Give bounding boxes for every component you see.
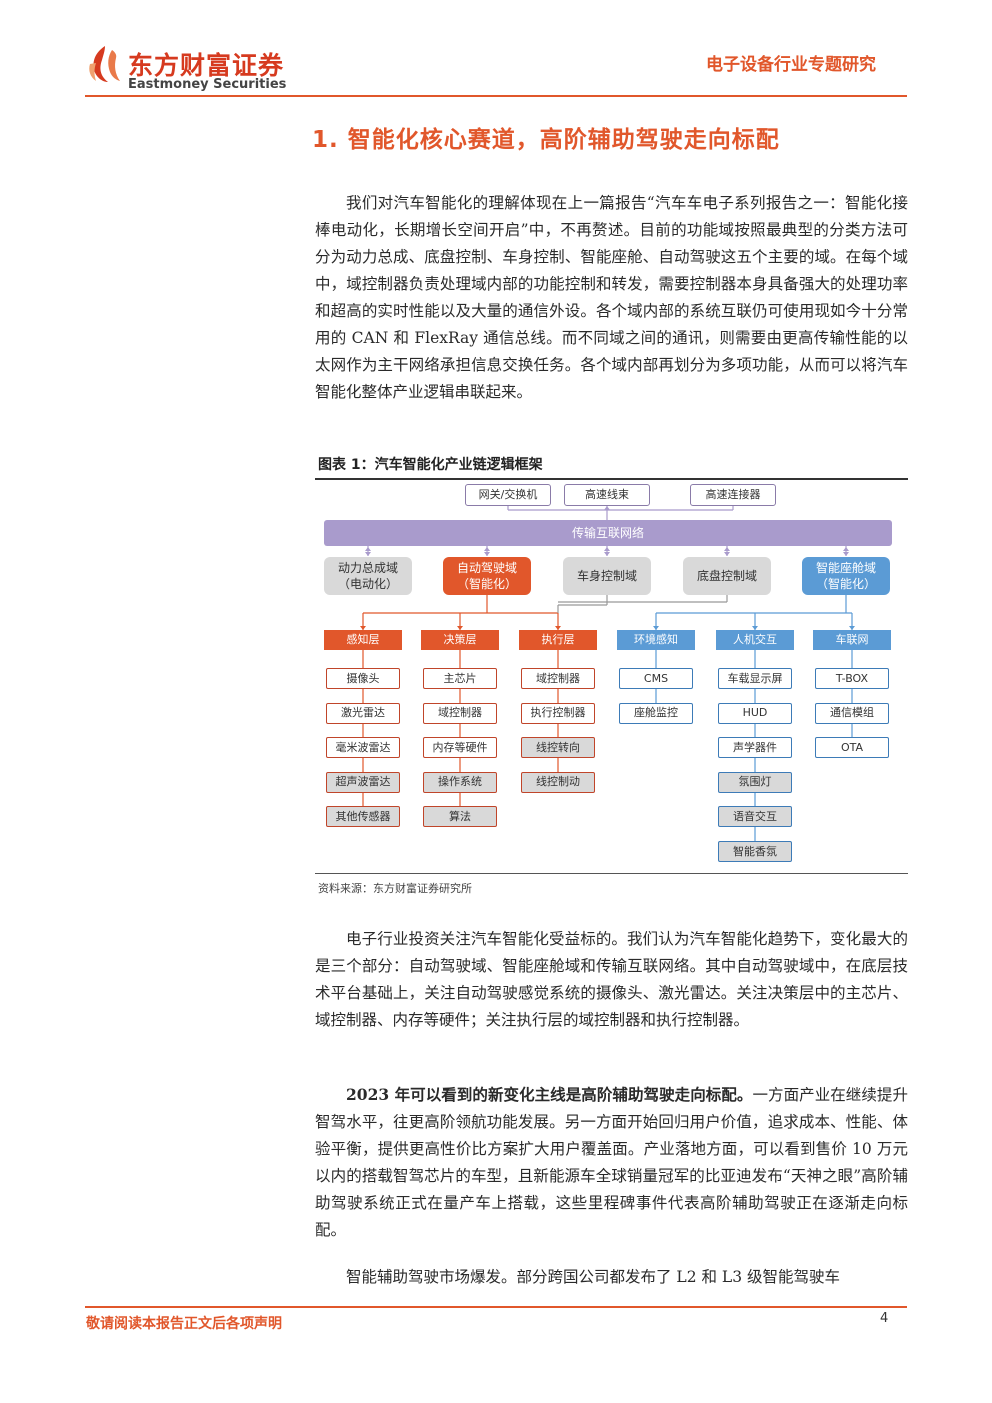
item-5-4: 氛围灯: [718, 771, 792, 793]
item-4-1: CMS: [619, 668, 693, 689]
layer-header-4: 环境感知: [617, 630, 695, 650]
item-6-2: 通信模组: [815, 702, 889, 724]
item-1-2: 激光雷达: [326, 702, 400, 724]
item-1-4: 超声波雷达: [326, 771, 400, 793]
domain-arrow-down-2: [484, 552, 490, 556]
item-1-3: 毫米波雷达: [326, 737, 400, 759]
domain-label-5: 智能座舱域: [815, 561, 876, 575]
paragraph-4: 智能辅助驾驶市场爆发。部分跨国公司都发布了 L2 和 L3 级智能驾驶车: [315, 1264, 908, 1291]
item-3-1: 域控制器: [521, 668, 595, 689]
top-arrow: [604, 506, 610, 510]
transmission-bus: 传输互联网络: [324, 520, 892, 546]
item-5-6: 智能香氛: [718, 841, 792, 862]
domain-sublabel-5: （智能化）: [815, 577, 876, 591]
item-5-3: 声学器件: [718, 737, 792, 759]
domain-arrow-up-1: [365, 547, 371, 551]
layer-arrow-6: [849, 626, 855, 630]
domain-box-3: 车身控制域: [563, 557, 651, 595]
domain-arrow-up-5: [843, 547, 849, 551]
section-title: 1. 智能化核心赛道，高阶辅助驾驶走向标配: [312, 127, 780, 153]
layer-arrow-1: [360, 626, 366, 630]
layer-header-6: 车联网: [813, 630, 891, 650]
item-3-3: 线控转向: [521, 737, 595, 759]
domain-box-2: 自动驾驶域 （智能化）: [443, 557, 531, 595]
item-1-1: 摄像头: [326, 668, 400, 689]
paragraph-3: 2023 年可以看到的新变化主线是高阶辅助驾驶走向标配。一方面产业在继续提升智驾…: [315, 1081, 908, 1244]
layer-header-2: 决策层: [421, 630, 499, 650]
domain-arrow-up-4: [724, 547, 730, 551]
item-1-5: 其他传感器: [326, 806, 400, 828]
item-3-2: 执行控制器: [521, 702, 595, 724]
footer-divider: [85, 1306, 907, 1308]
domain-arrow-down-3: [604, 552, 610, 556]
layer-arrow-2: [457, 626, 463, 630]
paragraph-2-text: 电子行业投资关注汽车智能化受益标的。我们认为汽车智能化趋势下，变化最大的是三个部…: [315, 930, 908, 1029]
domain-arrow-down-4: [724, 552, 730, 556]
domain-arrow-up-2: [484, 547, 490, 551]
domain-arrow-down-5: [843, 552, 849, 556]
logo-text-en: Eastmoney Securities: [128, 77, 287, 92]
domain-label-2: 自动驾驶域: [456, 561, 517, 575]
layer-header-3: 执行层: [519, 630, 597, 650]
item-2-2: 域控制器: [423, 702, 497, 724]
logo-text-cn: 东方财富证券: [128, 51, 285, 80]
page-number: 4: [880, 1311, 889, 1326]
item-6-1: T-BOX: [815, 668, 889, 689]
figure-source: 资料来源：东方财富证券研究所: [318, 882, 472, 895]
item-4-2: 座舱监控: [619, 702, 693, 724]
domain-sublabel-1: （电动化）: [337, 577, 398, 591]
layer-arrow-3: [555, 626, 561, 630]
paragraph-3-text: 2023 年可以看到的新变化主线是高阶辅助驾驶走向标配。一方面产业在继续提升智驾…: [315, 1081, 908, 1244]
item-2-4: 操作系统: [423, 771, 497, 793]
item-2-1: 主芯片: [423, 668, 497, 689]
item-5-5: 语音交互: [718, 806, 792, 828]
top-box-3: 高速连接器: [690, 484, 776, 506]
domain-box-5: 智能座舱域 （智能化）: [802, 557, 890, 595]
logo-icon: [89, 46, 120, 82]
industry-chain-diagram: 网关/交换机高速线束 高速连接器传输互联网络动力总成域 （电动化） 自动驾驶域 （智能化…: [315, 480, 908, 872]
figure-title: 图表 1：汽车智能化产业链逻辑框架: [318, 457, 543, 473]
layer-arrow-5: [752, 626, 758, 630]
domain-label-1: 动力总成域: [337, 561, 398, 575]
domain-label-3: 车身控制域: [576, 569, 637, 583]
item-5-2: HUD: [718, 702, 792, 724]
top-box-1: 网关/交换机: [465, 484, 551, 506]
domain-arrow-down-1: [365, 552, 371, 556]
paragraph-1-text: 我们对汽车智能化的理解体现在上一篇报告“汽车车电子系列报告之一：智能化接棒电动化…: [315, 194, 908, 401]
paragraph-2: 电子行业投资关注汽车智能化受益标的。我们认为汽车智能化趋势下，变化最大的是三个部…: [315, 926, 908, 1034]
item-5-1: 车载显示屏: [718, 668, 792, 689]
item-2-5: 算法: [423, 806, 497, 828]
layer-header-5: 人机交互: [716, 630, 794, 650]
domain-box-1: 动力总成域 （电动化）: [324, 557, 412, 595]
paragraph-4-text: 智能辅助驾驶市场爆发。部分跨国公司都发布了 L2 和 L3 级智能驾驶车: [346, 1268, 841, 1286]
footer-disclaimer: 敬请阅读本报告正文后各项声明: [86, 1316, 282, 1332]
paragraph-3-lead: 2023 年可以看到的新变化主线是高阶辅助驾驶走向标配。: [346, 1085, 753, 1104]
item-2-3: 内存等硬件: [423, 737, 497, 759]
paragraph-3-body: 一方面产业在继续提升智驾水平，往更高阶领航功能发展。另一方面开始回归用户价值，追…: [315, 1086, 908, 1239]
domain-label-4: 底盘控制域: [696, 569, 757, 583]
figure-top-rule: [315, 478, 908, 480]
layer-header-1: 感知层: [324, 630, 402, 650]
layer-arrow-4: [653, 626, 659, 630]
item-6-3: OTA: [815, 737, 889, 759]
item-3-4: 线控制动: [521, 771, 595, 793]
domain-sublabel-2: （智能化）: [456, 577, 517, 591]
paragraph-1: 我们对汽车智能化的理解体现在上一篇报告“汽车车电子系列报告之一：智能化接棒电动化…: [315, 190, 908, 406]
domain-box-4: 底盘控制域: [683, 557, 771, 595]
header-divider: [85, 95, 907, 97]
top-box-2: 高速线束: [564, 484, 650, 506]
domain-arrow-up-3: [604, 547, 610, 551]
figure-bottom-rule: [315, 873, 908, 874]
report-type: 电子设备行业专题研究: [706, 55, 876, 75]
